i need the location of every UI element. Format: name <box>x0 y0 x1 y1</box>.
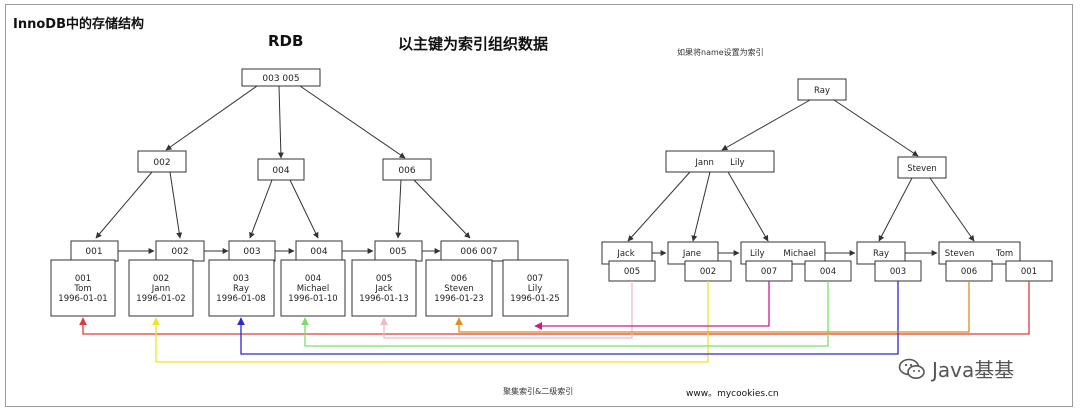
record-name: Steven <box>444 284 474 294</box>
secondary-id-003: 003 <box>874 260 922 282</box>
lookup-arrow-007-magenta <box>534 281 770 330</box>
leaf-key-label: 001 <box>85 247 102 257</box>
lookup-arrow-005-pink <box>380 281 633 339</box>
lookup-arrow-002-yellow <box>152 281 709 363</box>
record-id: 005 <box>376 274 392 284</box>
clustered-node-006: 006 <box>382 158 432 181</box>
record-003: 003 Ray 1996-01-08 <box>208 259 275 317</box>
record-name: Lily <box>528 284 543 294</box>
record-id: 007 <box>527 274 543 284</box>
clustered-root-node: 003 005 <box>241 68 321 87</box>
record-id: 004 <box>305 274 321 284</box>
lookup-arrow-003-blue <box>237 281 899 355</box>
clustered-root-label: 003 005 <box>262 74 299 84</box>
secondary-id-004: 004 <box>804 260 852 282</box>
leaf-name-label: Jane <box>682 249 701 259</box>
record-date: 1996-01-02 <box>136 294 185 304</box>
clustered-node-label: 006 <box>398 166 415 176</box>
diagram-title: InnoDB中的存储结构 <box>13 17 144 32</box>
secondary-leaf-jane: Jane <box>667 241 719 265</box>
lookup-arrow-001-red <box>79 281 1030 335</box>
clustered-leaf-004: 004 <box>295 240 343 262</box>
clustered-node-label: 004 <box>272 166 289 176</box>
record-date: 1996-01-01 <box>58 294 107 304</box>
record-id: 001 <box>75 274 91 284</box>
secondary-leaf-jack: Jack <box>601 241 653 265</box>
leaf-key-label: 003 <box>243 247 260 257</box>
record-005: 005 Jack 1996-01-13 <box>351 259 417 317</box>
leaf-id-label: 007 <box>761 267 777 277</box>
secondary-id-001: 001 <box>1005 260 1053 282</box>
leaf-name-label: Ray <box>873 249 889 259</box>
clustered-leaf-005: 005 <box>374 240 423 262</box>
secondary-node-label: Steven <box>907 164 937 174</box>
record-007: 007 Lily 1996-01-25 <box>502 259 569 317</box>
clustered-leaf-002: 002 <box>155 240 205 262</box>
secondary-id-005: 005 <box>608 260 656 282</box>
leaf-name-label: Steven Tom <box>945 249 1013 259</box>
secondary-tree-edges <box>627 99 975 256</box>
bottom-caption: 聚集索引&二级索引 <box>503 387 574 396</box>
watermark-text: Java基基 <box>932 358 1015 382</box>
secondary-id-002: 002 <box>684 260 732 282</box>
record-date: 1996-01-25 <box>510 294 559 304</box>
record-name: Jann <box>151 284 171 294</box>
clustered-leaf-006-007: 006 007 <box>440 240 519 262</box>
record-name: Jack <box>374 284 392 294</box>
record-id: 006 <box>451 274 467 284</box>
record-date: 1996-01-10 <box>288 294 337 304</box>
secondary-id-007: 007 <box>745 260 793 282</box>
secondary-root-label: Ray <box>814 86 830 96</box>
record-002: 002 Jann 1996-01-02 <box>128 259 194 317</box>
record-id: 002 <box>153 274 169 284</box>
leaf-id-label: 004 <box>820 267 836 277</box>
secondary-leaf-lily-michael: Lily Michael <box>740 241 826 265</box>
name-index-heading: 如果将name设置为索引 <box>677 48 764 57</box>
record-id: 003 <box>233 274 249 284</box>
secondary-node-label: Jann Lily <box>694 158 744 168</box>
clustered-node-004: 004 <box>257 158 305 181</box>
rdb-heading: RDB <box>268 32 304 50</box>
secondary-id-006: 006 <box>945 260 993 282</box>
leaf-id-label: 001 <box>1021 267 1037 277</box>
clustered-leaf-001: 001 <box>70 240 119 262</box>
leaf-id-label: 006 <box>961 267 977 277</box>
leaf-key-label: 005 <box>389 247 406 257</box>
record-name: Ray <box>233 284 249 294</box>
clustered-tree-edges <box>95 85 471 254</box>
clustered-node-002: 002 <box>137 150 187 173</box>
pk-index-heading: 以主键为索引组织数据 <box>398 35 549 53</box>
leaf-id-label: 005 <box>624 267 640 277</box>
diagram-frame <box>5 4 1073 407</box>
record-date: 1996-01-23 <box>434 294 483 304</box>
leaf-name-label: Jack <box>616 249 634 259</box>
website-label: www。mycookies.cn <box>686 389 779 399</box>
lookup-arrow-006-orange <box>455 281 970 333</box>
leaf-id-label: 003 <box>890 267 906 277</box>
wechat-icon <box>898 358 925 379</box>
record-name: Michael <box>297 284 330 294</box>
clustered-leaf-003: 003 <box>228 240 276 262</box>
record-date: 1996-01-13 <box>359 294 408 304</box>
record-name: Tom <box>73 284 91 294</box>
record-004: 004 Michael 1996-01-10 <box>280 259 346 317</box>
lookup-arrow-004-green <box>301 281 829 347</box>
record-001: 001 Tom 1996-01-01 <box>50 259 116 317</box>
watermark: Java基基 <box>898 354 1014 383</box>
leaf-key-label: 006 007 <box>460 247 497 257</box>
lookup-arrows <box>79 281 1030 363</box>
record-date: 1996-01-08 <box>216 294 265 304</box>
secondary-node-jann-lily: Jann Lily <box>665 150 775 173</box>
secondary-root-node: Ray <box>797 78 847 101</box>
record-006: 006 Steven 1996-01-23 <box>425 259 493 317</box>
leaf-key-label: 004 <box>310 247 327 257</box>
clustered-node-label: 002 <box>153 158 170 168</box>
leaf-name-label: Lily Michael <box>750 249 816 259</box>
leaf-key-label: 002 <box>171 247 188 257</box>
secondary-node-steven: Steven <box>897 156 947 179</box>
leaf-id-label: 002 <box>700 267 716 277</box>
